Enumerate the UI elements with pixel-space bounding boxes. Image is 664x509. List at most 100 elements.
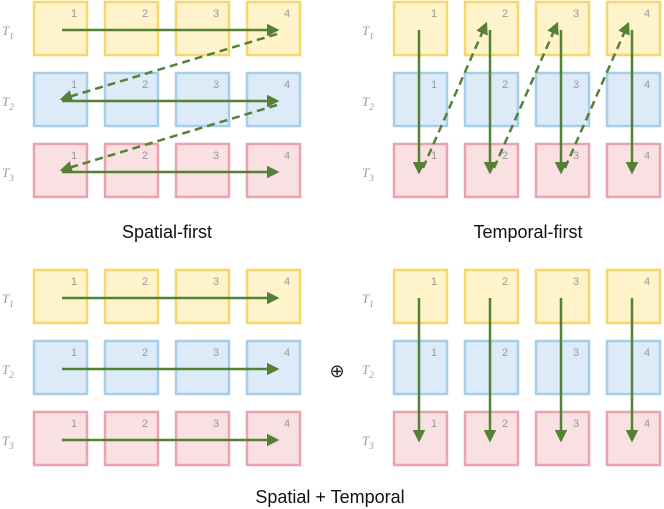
patch-index-label: 4	[284, 79, 290, 91]
row-label-t1: T1	[2, 291, 14, 309]
patch-index-label: 1	[431, 8, 437, 20]
row-label-t3: T3	[362, 433, 374, 451]
patch-cell	[534, 71, 591, 128]
patch-cell	[103, 339, 160, 396]
patch-index-label: 4	[284, 418, 290, 430]
patch-index-label: 2	[142, 150, 148, 162]
row-label-subscript: 1	[369, 299, 374, 309]
patch-cell	[534, 142, 591, 199]
row-return-arrow	[59, 103, 278, 174]
patch-cell	[463, 410, 520, 467]
patch-index-label: 4	[644, 276, 650, 288]
patch-index-label: 2	[142, 79, 148, 91]
patch-cell	[174, 268, 231, 325]
patch-index-label: 2	[142, 8, 148, 20]
row-label-t3: T3	[2, 433, 14, 451]
patch-index-label: 1	[71, 8, 77, 20]
patch-cell	[463, 142, 520, 199]
patch-index-label: 4	[644, 8, 650, 20]
patch-cell	[392, 268, 449, 325]
caption-temporal-first: Temporal-first	[473, 222, 582, 242]
row-label-subscript: 3	[368, 173, 374, 183]
patch-cell	[392, 71, 449, 128]
patch-index-label: 2	[502, 418, 508, 430]
patch-index-label: 4	[284, 150, 290, 162]
patch-index-label: 2	[142, 347, 148, 359]
patch-cell	[534, 339, 591, 396]
patch-cell	[245, 142, 302, 199]
patch-cell	[103, 142, 160, 199]
row-label-t2: T2	[2, 362, 14, 380]
row-label-t1: T1	[362, 291, 374, 309]
patch-cell	[174, 410, 231, 467]
patch-index-label: 3	[573, 150, 579, 162]
patch-index-label: 4	[644, 418, 650, 430]
row-label-subscript: 1	[369, 31, 374, 41]
patch-index-label: 1	[71, 347, 77, 359]
row-label-subscript: 3	[8, 173, 14, 183]
patch-index-label: 1	[71, 276, 77, 288]
patch-cell	[534, 268, 591, 325]
patch-cell	[534, 0, 591, 57]
row-label-t2: T2	[362, 94, 374, 112]
row-return-arrow	[59, 32, 278, 103]
patch-index-label: 4	[644, 150, 650, 162]
row-label-subscript: 2	[369, 102, 374, 112]
row-label-subscript: 2	[369, 370, 374, 380]
patch-index-label: 3	[213, 79, 219, 91]
patch-index-label: 4	[644, 79, 650, 91]
patch-index-label: 2	[502, 276, 508, 288]
patch-cell	[392, 410, 449, 467]
patch-index-label: 1	[431, 347, 437, 359]
patch-index-label: 3	[573, 8, 579, 20]
patch-cell	[463, 268, 520, 325]
patch-cell	[245, 339, 302, 396]
patch-index-label: 3	[573, 79, 579, 91]
patch-cell	[32, 0, 89, 57]
column-return-arrow	[563, 21, 630, 169]
row-label-subscript: 3	[8, 441, 14, 451]
patch-cell	[245, 268, 302, 325]
oplus-operator: ⊕	[329, 361, 344, 382]
row-label-subscript: 1	[9, 31, 14, 41]
patch-cell	[32, 410, 89, 467]
patch-index-label: 4	[284, 8, 290, 20]
patch-index-label: 3	[573, 347, 579, 359]
row-label-t2: T2	[362, 362, 374, 380]
patch-cell	[174, 0, 231, 57]
patch-cell	[174, 142, 231, 199]
row-label-subscript: 2	[9, 370, 14, 380]
patch-index-label: 3	[213, 418, 219, 430]
patch-cell	[32, 268, 89, 325]
patch-index-label: 4	[284, 276, 290, 288]
row-label-subscript: 2	[9, 102, 14, 112]
patch-index-label: 3	[573, 276, 579, 288]
patch-index-label: 2	[502, 79, 508, 91]
patch-cell	[605, 268, 662, 325]
patch-cell	[103, 410, 160, 467]
column-return-arrow	[492, 21, 559, 169]
patch-index-label: 2	[502, 150, 508, 162]
row-label-t3: T3	[362, 165, 374, 183]
patch-cell	[245, 410, 302, 467]
row-label-subscript: 1	[9, 299, 14, 309]
patch-index-label: 3	[213, 276, 219, 288]
row-label-t2: T2	[2, 94, 14, 112]
patch-cell	[174, 71, 231, 128]
patch-cell	[245, 71, 302, 128]
patch-index-label: 2	[142, 418, 148, 430]
column-return-arrow	[421, 21, 488, 169]
patch-index-label: 3	[213, 8, 219, 20]
patch-cell	[605, 339, 662, 396]
patch-index-label: 1	[71, 418, 77, 430]
patch-index-label: 3	[213, 150, 219, 162]
row-label-t1: T1	[362, 23, 374, 41]
patch-cell	[605, 142, 662, 199]
patch-cell	[32, 71, 89, 128]
patch-index-label: 1	[431, 79, 437, 91]
patch-index-label: 1	[431, 418, 437, 430]
patch-index-label: 4	[284, 347, 290, 359]
